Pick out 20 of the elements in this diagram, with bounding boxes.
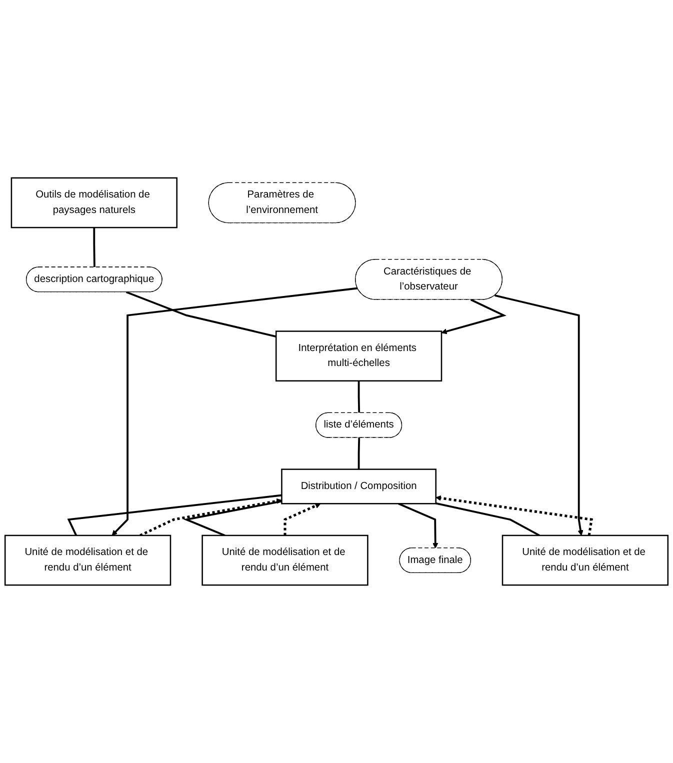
arrow xyxy=(436,495,594,536)
arrow xyxy=(398,502,438,548)
connector xyxy=(126,291,276,338)
node-box xyxy=(502,534,669,586)
node-box xyxy=(202,534,368,586)
arrow xyxy=(494,294,584,536)
node-box xyxy=(281,468,436,504)
node-box xyxy=(275,330,442,382)
connector xyxy=(67,494,282,536)
node-box xyxy=(10,177,178,228)
arrow xyxy=(284,503,321,536)
arrow xyxy=(140,498,282,537)
arrow xyxy=(112,287,358,536)
connector xyxy=(183,500,282,536)
connector xyxy=(358,380,360,413)
connector xyxy=(93,228,96,268)
node-box xyxy=(4,534,172,586)
connector xyxy=(436,502,540,536)
arrow xyxy=(441,298,506,334)
connector xyxy=(358,438,360,470)
